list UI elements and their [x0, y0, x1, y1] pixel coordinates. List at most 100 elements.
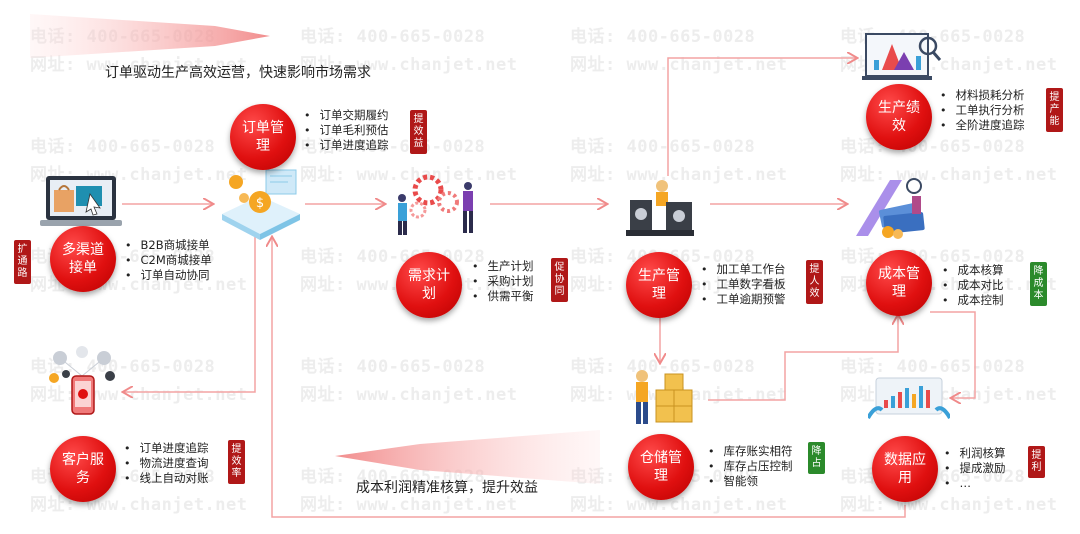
list-item: 订单毛利预估	[304, 123, 389, 138]
tag-order-text: 提效益	[413, 114, 424, 149]
tag-service-text: 提效率	[231, 444, 242, 479]
node-service-label: 客户服务	[62, 452, 104, 486]
node-order-label: 订单管理	[242, 120, 284, 154]
tag-cost-text: 降成本	[1033, 266, 1044, 301]
laptop-shop-icon	[40, 176, 122, 226]
list-item: 成本核算	[942, 263, 1004, 278]
list-service: 订单进度追踪 物流进度查询 线上自动对账	[124, 441, 209, 486]
list-item: …	[944, 476, 1006, 491]
tag-production: 提人效	[806, 260, 823, 304]
watermark-site: 网址: www.chanjet.net	[570, 165, 788, 185]
list-order: 订单交期履约 订单毛利预估 订单进度追踪	[304, 108, 389, 153]
list-item: 订单进度追踪	[124, 441, 209, 456]
list-item: 智能领	[708, 474, 793, 489]
tag-performance-text: 提产能	[1049, 92, 1060, 127]
bottom-caption: 成本利润精准核算，提升效益	[356, 480, 538, 496]
tag-demand-text: 促协同	[554, 262, 565, 297]
watermark-site: 网址: www.chanjet.net	[570, 55, 788, 75]
tag-multichannel-text: 扩通路	[17, 244, 28, 279]
list-performance: 材料损耗分析 工单执行分析 全阶进度追踪	[940, 88, 1025, 133]
factory-machine-icon	[626, 180, 694, 236]
platform-coins-icon: $	[222, 169, 300, 240]
list-item: 工单逾期预警	[701, 292, 786, 307]
node-multichannel-label: 多渠道接单	[62, 242, 104, 276]
phone-network-icon	[49, 346, 115, 415]
svg-text:$: $	[256, 196, 264, 211]
list-item: C2M商城接单	[125, 253, 212, 268]
tag-performance: 提产能	[1046, 88, 1063, 132]
list-item: 利润核算	[944, 446, 1006, 461]
list-cost: 成本核算 成本对比 成本控制	[942, 263, 1004, 308]
list-item: 线上自动对账	[124, 471, 209, 486]
node-production: 生产管理	[626, 252, 692, 318]
list-item: B2B商城接单	[125, 238, 212, 253]
watermark-phone: 电话: 400-665-0028	[570, 27, 756, 47]
node-cost-label: 成本管理	[878, 266, 920, 300]
watermark-site: 网址: www.chanjet.net	[300, 385, 518, 405]
node-multichannel: 多渠道接单	[50, 226, 116, 292]
list-demand: 生产计划 采购计划 供需平衡	[472, 259, 534, 304]
list-production: 加工单工作台 工单数字看板 工单逾期预警	[701, 262, 786, 307]
list-item: 加工单工作台	[701, 262, 786, 277]
top-caption: 订单驱动生产高效运营，快速影响市场需求	[105, 65, 371, 81]
node-demand: 需求计划	[396, 252, 462, 318]
list-item: 提成激励	[944, 461, 1006, 476]
watermark-site: 网址: www.chanjet.net	[570, 495, 788, 515]
list-item: 工单执行分析	[940, 103, 1025, 118]
tag-production-text: 提人效	[809, 264, 820, 299]
list-item: 订单交期履约	[304, 108, 389, 123]
watermark-phone: 电话: 400-665-0028	[840, 357, 1026, 377]
list-item: 全阶进度追踪	[940, 118, 1025, 133]
list-warehouse: 库存账实相符 库存占压控制 智能领	[708, 444, 793, 489]
watermark-phone: 电话: 400-665-0028	[300, 357, 486, 377]
node-demand-label: 需求计划	[408, 268, 450, 302]
tag-data: 提利	[1028, 446, 1045, 478]
tag-warehouse: 降占	[808, 442, 825, 474]
warehouse-boxes-icon	[636, 370, 693, 424]
node-service: 客户服务	[50, 436, 116, 502]
tag-cost: 降成本	[1030, 262, 1047, 306]
top-banner-arrow	[30, 14, 270, 58]
list-item: 生产计划	[472, 259, 534, 274]
watermark-phone: 电话: 400-665-0028	[300, 467, 486, 487]
node-warehouse: 仓储管理	[628, 434, 694, 500]
node-data-label: 数据应用	[884, 452, 926, 486]
watermark-phone: 电话: 400-665-0028	[30, 137, 216, 157]
list-item: 成本对比	[942, 278, 1004, 293]
list-item: 物流进度查询	[124, 456, 209, 471]
list-item: 采购计划	[472, 274, 534, 289]
watermark-phone: 电话: 400-665-0028	[300, 27, 486, 47]
node-performance: 生产绩效	[866, 84, 932, 150]
node-cost: 成本管理	[866, 250, 932, 316]
list-item: 订单自动协同	[125, 268, 212, 283]
list-item: 订单进度追踪	[304, 138, 389, 153]
watermark-site: 网址: www.chanjet.net	[300, 55, 518, 75]
list-data: 利润核算 提成激励 …	[944, 446, 1006, 491]
watermark-site: 网址: www.chanjet.net	[300, 165, 518, 185]
node-production-label: 生产管理	[638, 268, 680, 302]
list-multichannel: B2B商城接单 C2M商城接单 订单自动协同	[125, 238, 212, 283]
watermark-phone: 电话: 400-665-0028	[30, 357, 216, 377]
bottom-banner-arrow	[335, 430, 600, 484]
list-item: 材料损耗分析	[940, 88, 1025, 103]
tag-data-text: 提利	[1031, 450, 1042, 473]
list-item: 成本控制	[942, 293, 1004, 308]
watermark-site: 网址: www.chanjet.net	[300, 495, 518, 515]
chart-board-icon	[862, 33, 942, 80]
team-gears-icon	[398, 174, 473, 235]
list-item: 工单数字看板	[701, 277, 786, 292]
cost-money-icon	[856, 178, 925, 239]
node-data: 数据应用	[872, 436, 938, 502]
tag-multichannel: 扩通路	[14, 240, 31, 284]
list-item: 库存账实相符	[708, 444, 793, 459]
tag-service: 提效率	[228, 440, 245, 484]
tag-demand: 促协同	[551, 258, 568, 302]
node-order: 订单管理	[230, 104, 296, 170]
tag-order: 提效益	[410, 110, 427, 154]
list-item: 供需平衡	[472, 289, 534, 304]
list-item: 库存占压控制	[708, 459, 793, 474]
watermark-phone: 电话: 400-665-0028	[570, 137, 756, 157]
node-performance-label: 生产绩效	[878, 100, 920, 134]
node-warehouse-label: 仓储管理	[640, 450, 682, 484]
